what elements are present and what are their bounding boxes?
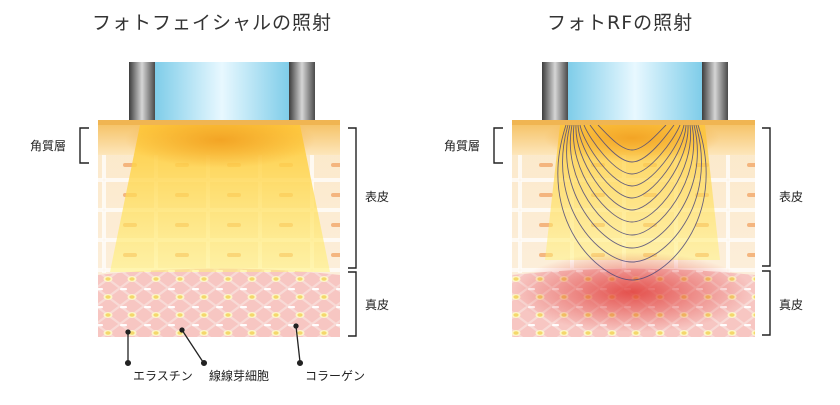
left-applicator-glass [155,62,289,120]
rf-heat-zone [512,252,752,332]
legend-collagen: コラーゲン [305,369,366,383]
label-stratum-corneum-right: 角質層 [444,139,481,153]
label-dermis-right: 真皮 [779,298,804,312]
right-skin-block [512,125,755,337]
bracket-epidermis-right [762,127,771,267]
panel-title-photofacial: フォトフェイシャルの照射 [92,12,333,34]
panel-title-photo-rf: フォトRFの照射 [547,12,694,34]
label-stratum-corneum-left: 角質層 [30,139,67,153]
label-dermis-left: 真皮 [365,298,390,312]
bracket-dermis-left [348,271,357,337]
right-electrode-left [542,62,568,120]
bracket-dermis-right [762,270,771,336]
bracket-stratum-corneum-right [493,127,503,164]
right-applicator-glass [568,62,702,120]
legend-elastin: エラスチン [133,369,193,383]
bracket-stratum-corneum-left [79,127,89,164]
legend-fibroblast: 線線芽細胞 [209,369,270,383]
right-electrode-right [702,62,728,120]
left-electrode-right [289,62,315,120]
left-electrode-left [129,62,155,120]
label-epidermis-left: 表皮 [365,190,390,204]
left-skin-block [98,125,340,337]
rf-field-lines [557,125,707,281]
bracket-epidermis-left [348,127,357,269]
label-epidermis-right: 表皮 [779,190,804,204]
